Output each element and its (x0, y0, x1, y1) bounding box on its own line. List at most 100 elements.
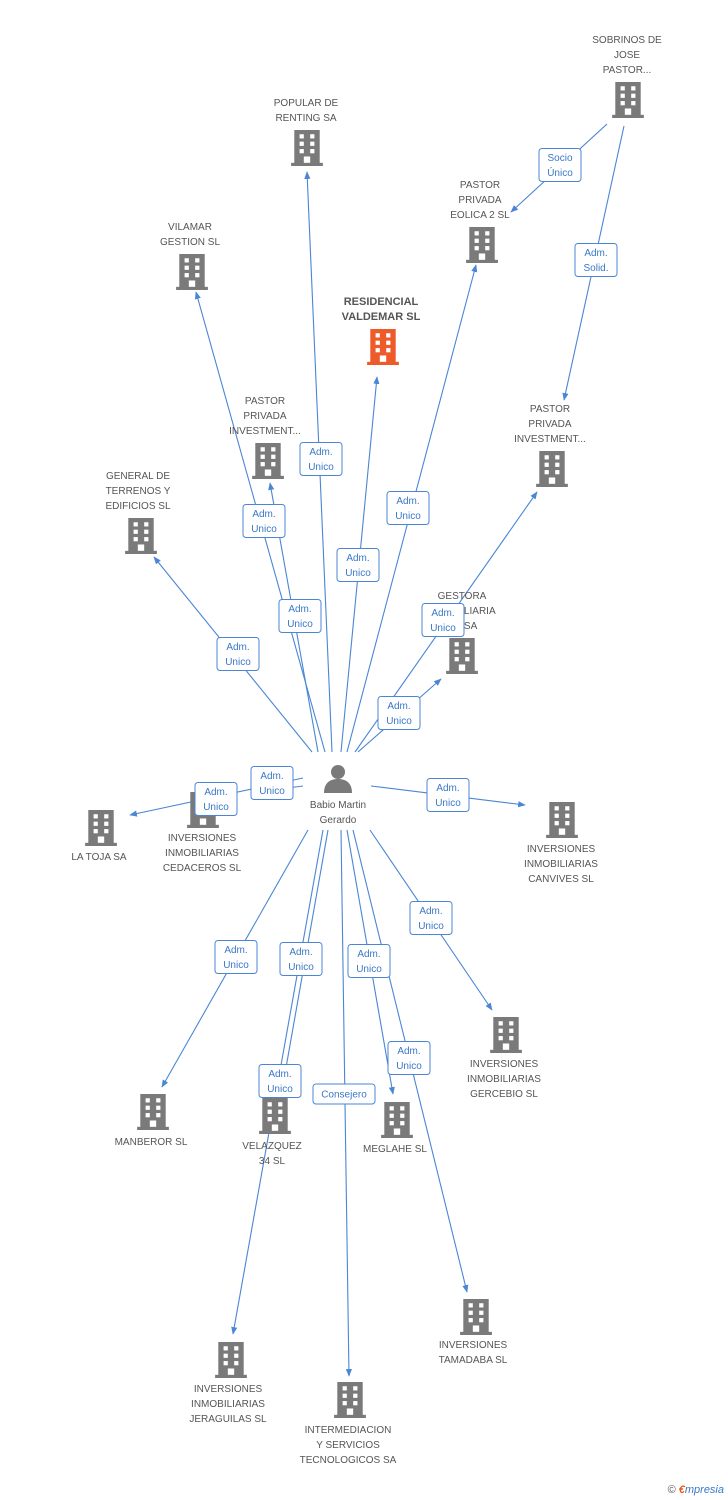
node-label: PRIVADA (528, 419, 571, 430)
edge-label-text: Adm. (419, 906, 442, 917)
edge-label-text: Adm. (224, 945, 247, 956)
edge-label-babio-to-latoja[interactable]: Adm.Unico (194, 782, 238, 816)
building-icon (612, 82, 644, 118)
edge-label-box (278, 599, 322, 633)
edge-label-text: Unico (287, 619, 313, 630)
edge-label-text: Unico (395, 511, 421, 522)
node-label: JOSE (614, 50, 640, 61)
node-pastor-inv2[interactable]: PASTORPRIVADAINVESTMENT... (514, 404, 586, 487)
edge-label-box (386, 491, 430, 525)
node-meglahe[interactable]: MEGLAHE SL (363, 1102, 427, 1155)
edge-label-box (336, 548, 380, 582)
node-label: Y SERVICIOS (316, 1440, 380, 1451)
edge-label-babio-to-pastor-inv1[interactable]: Adm. Unico (278, 599, 322, 633)
node-label: VALDEMAR SL (342, 311, 421, 323)
edge-label-babio-to-meglahe[interactable]: Adm.Unico (347, 944, 391, 978)
edge-label-babio-to-pastor-inv2[interactable]: Adm.Unico (421, 603, 465, 637)
edge-label-text: Unico (356, 964, 382, 975)
edge-label-babio-to-velazquez[interactable]: Adm.Unico (279, 942, 323, 976)
node-label: INMOBILIARIAS (524, 859, 598, 870)
edge-label-babio-to-popular[interactable]: Adm.Unico (299, 442, 343, 476)
node-label: INVERSIONES (527, 844, 596, 855)
edge-label-text: Solid. (583, 263, 608, 274)
node-label: PASTOR (460, 180, 500, 191)
edge-label-babio-to-manberor[interactable]: Adm.Unico (214, 940, 258, 974)
edge-label-box (279, 942, 323, 976)
edge-label-box (194, 782, 238, 816)
building-icon (367, 329, 399, 365)
building-icon (137, 1094, 169, 1130)
edge-label-box (347, 944, 391, 978)
building-icon (466, 227, 498, 263)
edge-label-text: Adm. (288, 604, 311, 615)
edge-label-babio-to-cedaceros[interactable]: Adm. Unico (250, 766, 294, 800)
edge-label-text: Unico (430, 623, 456, 634)
edge-label-text: Unico (267, 1084, 293, 1095)
node-label: VELAZQUEZ (242, 1141, 301, 1152)
empresia-logo-e: € (678, 1484, 685, 1496)
edge-label-babio-to-gestora[interactable]: Adm.Unico (377, 696, 421, 730)
copyright-symbol: © (667, 1484, 676, 1496)
edge-label-text: Unico (396, 1061, 422, 1072)
edge-label-text: Socio (547, 153, 572, 164)
node-label: SOBRINOS DE (592, 35, 662, 46)
node-latoja[interactable]: LA TOJA SA (71, 810, 127, 863)
node-label: MEGLAHE SL (363, 1144, 427, 1155)
building-icon (125, 518, 157, 554)
building-icon (381, 1102, 413, 1138)
edge-label-babio-to-pastor-eolica[interactable]: Adm.Unico (386, 491, 430, 525)
edge-label-babio-to-canvives[interactable]: Adm.Unico (426, 778, 470, 812)
node-manberor[interactable]: MANBEROR SL (115, 1094, 188, 1148)
edge-label-box (250, 766, 294, 800)
edge-label-text: Adm. (289, 947, 312, 958)
building-icon (252, 443, 284, 479)
edge-label-box (299, 442, 343, 476)
edge-label-babio-to-residencial[interactable]: Adm.Unico (336, 548, 380, 582)
edge-label-text: Unico (308, 462, 334, 473)
edge-label-babio-to-intermediacion[interactable]: Consejero (312, 1083, 376, 1105)
edge-label-text: Unico (435, 798, 461, 809)
node-label: GESTION SL (160, 237, 220, 248)
edge-label-text: Adm. (226, 642, 249, 653)
edge-label-text: Adm. (260, 771, 283, 782)
edge-label-text: Consejero (321, 1090, 367, 1101)
node-pastor-inv1[interactable]: PASTORPRIVADAINVESTMENT... (229, 396, 301, 479)
edge-label-babio-to-general[interactable]: Adm.Unico (216, 637, 260, 671)
node-label: JERAGUILAS SL (189, 1414, 267, 1425)
empresia-logo-text: mpresia (684, 1484, 724, 1496)
node-label: PASTOR... (603, 65, 652, 76)
edge-label-babio-to-gercebio[interactable]: Adm.Unico (409, 901, 453, 935)
edge-label-babio-to-vilamar[interactable]: Adm.Unico (242, 504, 286, 538)
edge-label-box (426, 778, 470, 812)
building-icon (259, 1098, 291, 1134)
edge-label-text: Unico (259, 786, 285, 797)
edge-label-babio-to-tamadaba[interactable]: Adm.Unico (387, 1041, 431, 1075)
node-sobrinos[interactable]: SOBRINOS DE JOSE PASTOR... (592, 35, 662, 118)
edge-label-babio-to-jeraguilas[interactable]: Adm.Unico (258, 1064, 302, 1098)
edge-label-box (312, 1083, 376, 1105)
footer-brand[interactable]: ©€mpresia (668, 1484, 724, 1496)
edge-label-box (377, 696, 421, 730)
node-label: INVERSIONES (439, 1340, 508, 1351)
node-label: GERCEBIO SL (470, 1089, 538, 1100)
node-label: PASTOR (245, 396, 285, 407)
edge-label-text: Único (547, 166, 573, 179)
edge-label-sobrinos-to-pastor-inv2[interactable]: Adm.Solid. (574, 243, 618, 277)
edge-label-text: Adm. (346, 553, 369, 564)
node-label: Gerardo (320, 815, 357, 826)
